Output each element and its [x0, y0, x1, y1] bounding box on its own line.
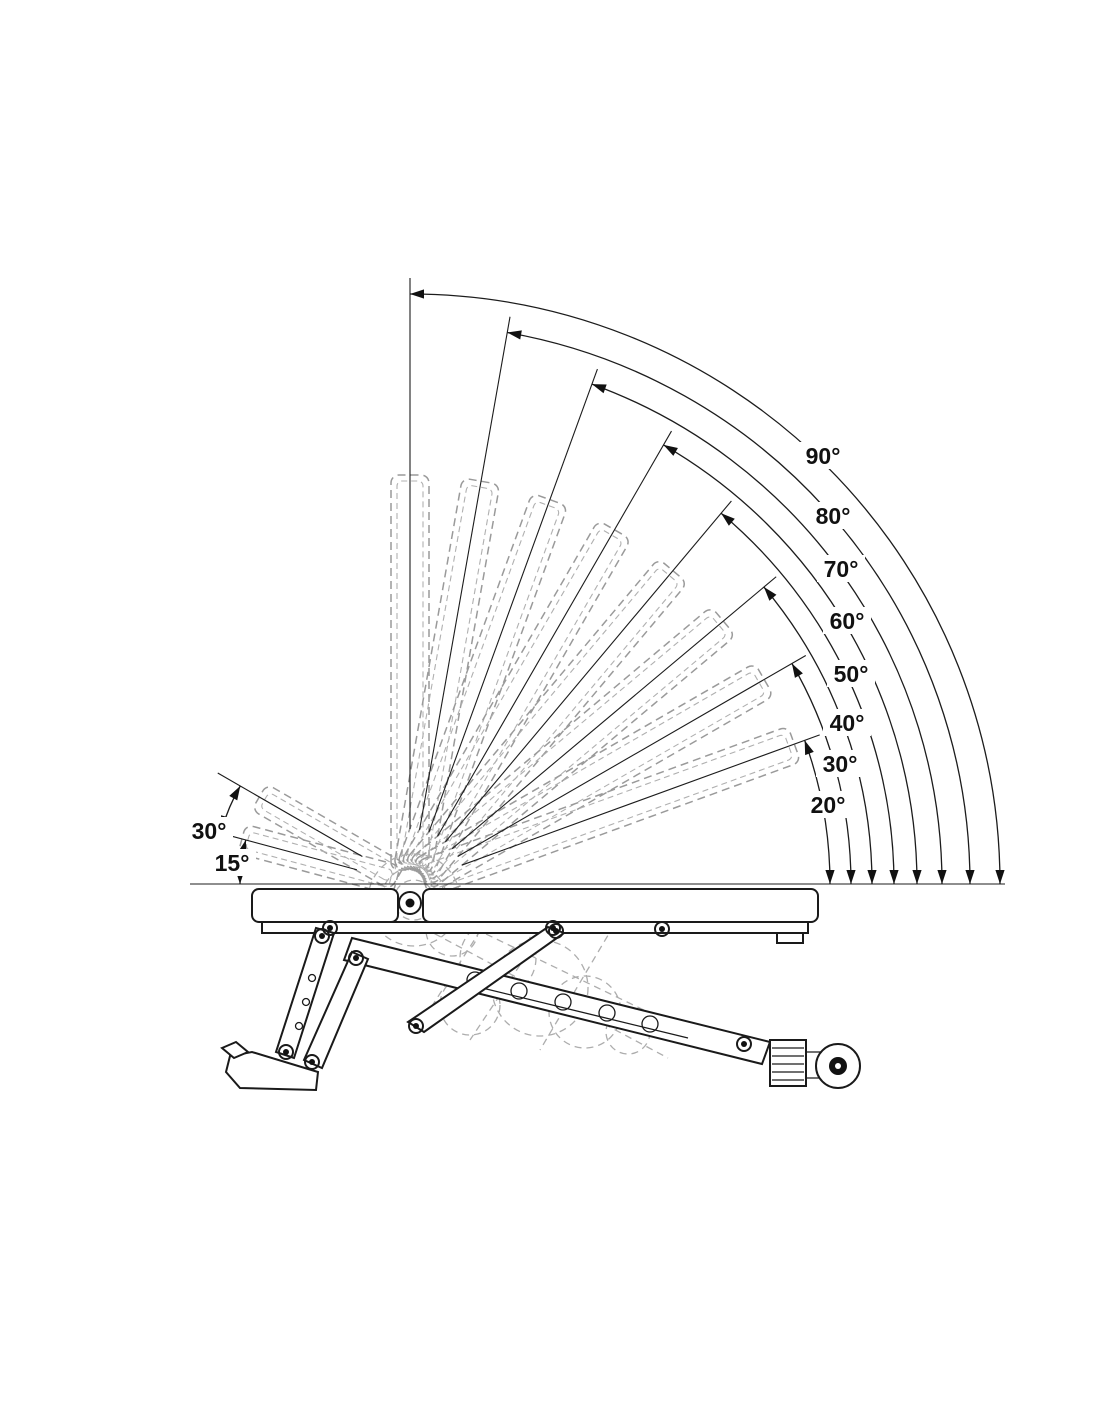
seat-angle-extension-line — [228, 834, 358, 871]
bench-rail — [261, 921, 809, 934]
dimension-arrowhead-icon — [889, 870, 899, 884]
ghost-pad-inner — [410, 529, 622, 872]
dimension-arrowhead-icon — [937, 870, 947, 884]
bench-rail-foot — [776, 932, 804, 944]
dimension-arrowhead-icon — [763, 587, 777, 601]
backrest-ghost-pad — [398, 494, 567, 876]
ghost-pad-inner — [418, 616, 726, 880]
bolts — [278, 920, 752, 1070]
backrest-angle-label: 70° — [824, 556, 859, 582]
bolt-icon — [654, 921, 670, 937]
bolt-icon — [408, 1018, 424, 1034]
bolt-icon — [736, 1036, 752, 1052]
bolt-icon — [278, 1044, 294, 1060]
label-mask — [827, 660, 875, 687]
ghost-pad-inner — [414, 568, 678, 876]
dimension-arrowhead-icon — [721, 513, 735, 526]
label-mask — [799, 442, 847, 469]
dimension-arrowhead-icon — [846, 870, 856, 884]
bench-back-pad — [422, 888, 819, 923]
dimension-arrowhead-icon — [507, 330, 522, 340]
grip-block — [769, 1039, 807, 1087]
label-mask — [804, 791, 852, 818]
pivot-hinge-icon — [398, 891, 422, 915]
label-mask — [185, 817, 233, 844]
label-mask — [817, 555, 865, 582]
ghost-pad-inner — [405, 501, 560, 869]
seat-angle-extension-line — [217, 772, 363, 857]
ghost-pad-inner — [422, 672, 765, 884]
angle-labels-layer: 90° 80° 70° 60° 50° 40° 30° 20° 30° 15° — [185, 442, 875, 876]
ladder-bracket — [466, 971, 689, 1039]
angle-extension-line — [444, 500, 732, 843]
backrest-angle-label: 90° — [806, 443, 841, 469]
ghost-pad-inner — [425, 734, 793, 889]
label-mask — [809, 502, 857, 529]
backrest-angle-label: 80° — [816, 503, 851, 529]
dimension-arrowhead-icon — [791, 663, 803, 678]
dimension-arrowhead-icon — [410, 289, 424, 299]
main-beam — [342, 936, 772, 1066]
dimension-arrowhead-icon — [804, 740, 814, 756]
label-mask — [823, 607, 871, 634]
dimension-arrowhead-icon — [867, 870, 877, 884]
bolt-icon — [304, 1054, 320, 1070]
label-mask — [823, 709, 871, 736]
label-mask — [816, 750, 864, 777]
backrest-angle-label: 30° — [823, 751, 858, 777]
wheel-assembly — [769, 1039, 861, 1089]
dimension-arrowhead-icon — [995, 870, 1005, 884]
foot-plate — [220, 1040, 320, 1092]
dimension-arrowhead-icon — [965, 870, 975, 884]
label-mask — [208, 849, 256, 876]
angle-extension-line — [461, 734, 820, 866]
dimension-arrowhead-icon — [912, 870, 922, 884]
backrest-ghost-pad — [402, 522, 629, 880]
dimension-layer — [190, 278, 1005, 885]
bolt-icon — [548, 923, 564, 939]
angle-extension-line — [457, 655, 807, 857]
ghost-pad-inner — [396, 480, 424, 865]
dimension-arrowhead-icon — [591, 384, 607, 394]
bolt-icon — [314, 928, 330, 944]
backrest-angle-label: 20° — [811, 792, 846, 818]
backrest-angle-label: 50° — [834, 661, 869, 687]
seat-angle-label: 30° — [192, 818, 227, 844]
bolt-icon — [348, 950, 364, 966]
backrest-angle-label: 60° — [830, 608, 865, 634]
bench-seat-pad — [251, 888, 399, 923]
backrest-ghost-pad — [406, 560, 685, 883]
backrest-ghost-pad — [394, 478, 500, 873]
angle-extension-line — [451, 576, 777, 850]
dimension-arrowhead-icon — [825, 870, 835, 884]
angle-extension-line — [419, 316, 511, 830]
backrest-ghost-pad — [390, 474, 430, 871]
ghost-pad-inner — [400, 485, 493, 867]
dimension-arrowhead-icon — [663, 444, 678, 456]
bolt-icon — [322, 920, 338, 936]
dimension-arrowhead-icon — [229, 786, 241, 801]
angle-extension-line — [437, 430, 672, 837]
backrest-ghost-pad — [411, 609, 734, 888]
ghost-pad-inner — [245, 832, 393, 887]
backrest-ghost-pad — [418, 727, 800, 896]
backrest-ghost-pad — [414, 665, 772, 892]
angle-extension-line — [428, 368, 598, 833]
bench-drawing — [220, 888, 861, 1092]
seat-angle-label: 15° — [215, 850, 250, 876]
backrest-angle-label: 40° — [830, 710, 865, 736]
